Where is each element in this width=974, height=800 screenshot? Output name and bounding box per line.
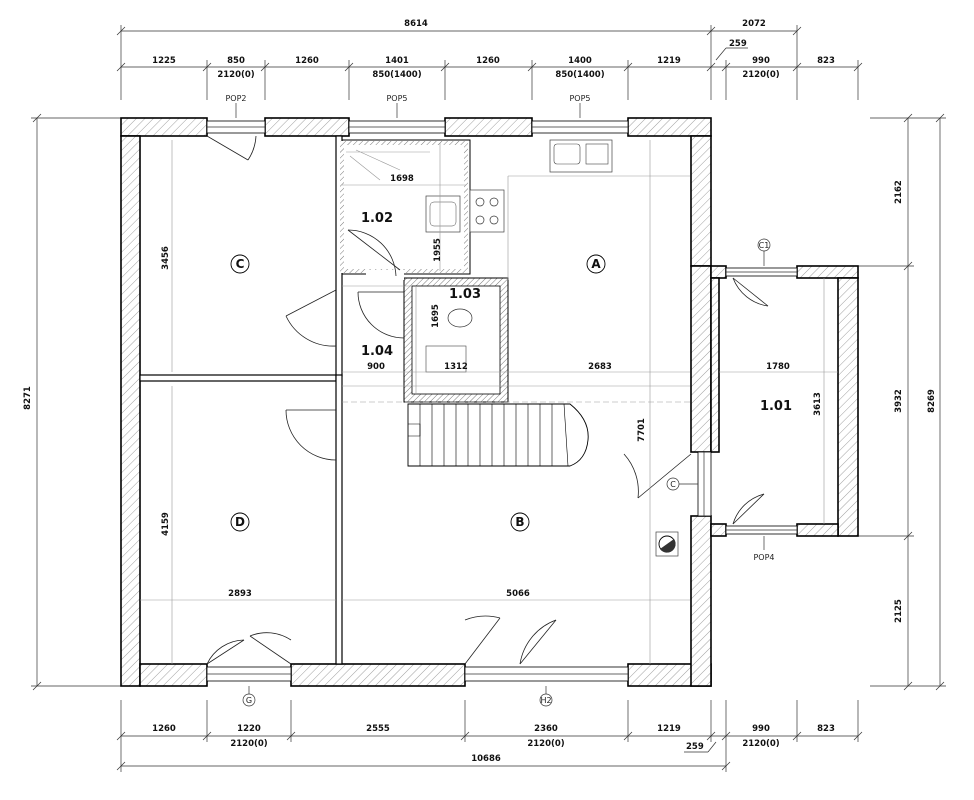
dim-room-d-height: 4159 — [161, 512, 171, 536]
bottom-seg-7: 823 — [817, 724, 835, 734]
top-total-dim: 8614 — [404, 19, 428, 29]
dim-room-103-height: 1695 — [431, 304, 441, 328]
bottom-seg-2: 1220 — [237, 724, 261, 734]
tag-c1: C1 — [759, 241, 770, 250]
dim-hall-vertical: 7701 — [637, 418, 647, 442]
room-101-label: 1.01 — [760, 399, 792, 414]
top-window-height-3: 850(1400) — [555, 70, 604, 80]
interior-dimension-lines — [140, 140, 838, 664]
bottom-seg-4: 2360 — [534, 724, 558, 734]
bottom-dimensions: 1260 1220 2555 2360 1219 990 823 2120(0)… — [116, 700, 863, 772]
top-seg-2: 850 — [227, 56, 245, 66]
tag-g: G — [246, 696, 252, 705]
room-d-label: D — [235, 515, 245, 529]
tag-pop4: POP4 — [753, 553, 774, 562]
tag-pop5-b: POP5 — [569, 94, 590, 103]
dim-annex-width: 1780 — [766, 362, 790, 372]
staircase — [407, 403, 589, 467]
left-total-dim: 8271 — [23, 386, 33, 410]
kitchen-fixtures — [469, 139, 690, 280]
bottom-annex-gap: 259 — [686, 742, 704, 752]
annex-tags: C1 POP4 C — [666, 238, 775, 562]
top-annex-total-dim: 2072 — [742, 19, 766, 29]
top-window-height-1: 2120(0) — [217, 70, 254, 80]
top-seg-7: 1219 — [657, 56, 681, 66]
dim-room-c-height: 3456 — [161, 246, 171, 270]
right-dimensions: 2162 3932 2125 8269 — [856, 113, 946, 691]
dim-row-104: 900 — [367, 362, 385, 372]
top-window-height-2: 850(1400) — [372, 70, 421, 80]
bottom-total-dim: 10686 — [471, 754, 501, 764]
tag-pop2: POP2 — [225, 94, 246, 103]
top-annex-gap: 259 — [729, 39, 747, 49]
top-dimensions: 8614 2072 1225 850 1260 — [116, 19, 863, 100]
tag-c: C — [670, 480, 676, 489]
room-102-label: 1.02 — [361, 211, 393, 226]
room-a-label: A — [591, 257, 601, 271]
dim-room-d-width: 2893 — [228, 589, 252, 599]
room-c-label: C — [236, 257, 245, 271]
top-seg-4: 1401 — [385, 56, 409, 66]
room-103-label: 1.03 — [449, 287, 481, 302]
tag-h2: H2 — [540, 696, 551, 705]
top-seg-5: 1260 — [476, 56, 500, 66]
top-seg-6: 1400 — [568, 56, 592, 66]
bottom-opening-tags: G H2 — [242, 686, 553, 707]
door-swings — [206, 135, 769, 665]
dim-room-102-width: 1698 — [390, 174, 414, 184]
top-seg-3: 1260 — [295, 56, 319, 66]
bottom-seg-3: 2555 — [366, 724, 390, 734]
top-seg-1: 1225 — [152, 56, 176, 66]
boiler-symbol — [655, 531, 679, 557]
dim-row-a: 2683 — [588, 362, 612, 372]
dim-room-102-height: 1955 — [433, 238, 443, 262]
right-seg-3: 2125 — [894, 599, 904, 623]
interior-walls — [139, 135, 690, 665]
bottom-door-height-2: 2120(0) — [527, 739, 564, 749]
dim-row-103: 1312 — [444, 362, 468, 372]
interior-dimension-texts: 3456 4159 2893 5066 1698 1955 1695 900 1… — [161, 174, 823, 599]
top-seg-9: 823 — [817, 56, 835, 66]
dim-annex-height: 3613 — [813, 392, 823, 416]
right-total-dim: 8269 — [927, 389, 937, 413]
bottom-seg-6: 990 — [752, 724, 770, 734]
top-opening-tags: POP2 POP5 POP5 — [225, 94, 591, 118]
room-labels: C A D B 1.02 1.03 1.04 1.01 — [230, 211, 792, 532]
left-dimensions: 8271 — [23, 113, 121, 691]
bottom-door-height-3: 2120(0) — [742, 739, 779, 749]
dim-room-b-width: 5066 — [506, 589, 530, 599]
windows — [206, 120, 798, 682]
tag-pop5-a: POP5 — [386, 94, 407, 103]
room-b-label: B — [515, 515, 524, 529]
room-104-label: 1.04 — [361, 344, 393, 359]
bottom-door-height-1: 2120(0) — [230, 739, 267, 749]
right-seg-1: 2162 — [894, 180, 904, 204]
bottom-seg-1: 1260 — [152, 724, 176, 734]
top-window-height-4: 2120(0) — [742, 70, 779, 80]
bottom-seg-5: 1219 — [657, 724, 681, 734]
top-seg-8: 990 — [752, 56, 770, 66]
exterior-walls — [120, 117, 859, 687]
right-seg-2: 3932 — [894, 389, 904, 413]
